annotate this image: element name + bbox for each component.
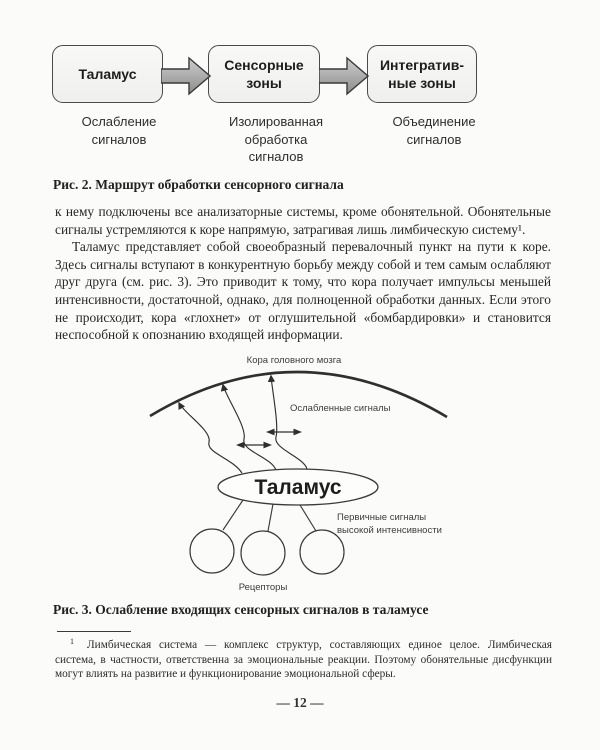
primary-signal-line [299,504,317,532]
receptor-circle [240,530,286,576]
block-arrow-shape [161,56,211,96]
receptors-label: Рецепторы [239,582,288,593]
competition-arrowhead [263,441,272,449]
cortex-arc [149,370,448,419]
primary-signal-line [267,503,274,532]
flow-box-label: Таламус [78,66,137,82]
weakened-signal-arrow [267,374,308,470]
receptor-circle [189,528,235,574]
paragraph: к нему подключены все анализаторные сист… [55,204,551,237]
primary-signal-line [222,499,244,531]
flow-note-weakening: Ослабление сигналов [81,114,157,147]
flow-note-unification: Объединение сигналов [392,114,476,147]
primary-signals-label-line1: Первичные сигналы [337,512,426,523]
receptor-circle [299,529,345,575]
competition-arrowhead [236,441,245,449]
flow-box-label-line: Сенсорные [224,57,304,73]
flow-box-thalamus: Таламус [52,45,163,103]
competition-arrowhead [293,428,302,436]
weakened-signal-arrow [220,383,277,471]
footnote-marker: 1 [70,637,74,646]
block-arrow-icon [161,56,211,96]
body-text: к нему подключены все анализаторные сист… [55,203,551,344]
flow-box-label-line: зоны [246,75,282,91]
block-arrow-icon [319,56,369,96]
weakened-signals-label: Ослабленные сигналы [290,403,391,414]
page-number: — 12 — [276,695,324,710]
flow-box-label-line: ные зоны [388,75,456,91]
flow-box-sensory-zones: Сенсорные зоны [208,45,320,103]
flow-box-label-line: Интегратив- [379,57,465,73]
thalamus-label: Таламус [254,476,341,499]
footnote-body: Лимбическая система — комплекс структур,… [55,639,552,680]
primary-signals-label-line2: высокой интенсивности [337,525,442,536]
block-arrow-shape [319,56,369,96]
flow-box-integrative-zones: Интегратив- ные зоны [367,45,477,103]
weakened-signal-arrow [178,401,243,474]
thalamus-diagram: Кора головного мозга Ослабленные сигналы… [149,355,448,593]
cortex-label: Кора головного мозга [247,355,342,366]
paragraph: Таламус представляет собой своеобразный … [55,239,551,343]
competition-arrowhead [266,428,275,436]
thalamus-ellipse [217,468,379,506]
figure3-caption: Рис. 3. Ослабление входящих сенсорных си… [53,602,429,617]
flow-note-isolated-processing: Изолированная обработка сигналов [228,114,324,164]
figure2-caption: Рис. 2. Маршрут обработки сенсорного сиг… [53,177,344,192]
footnote-divider [57,631,131,632]
